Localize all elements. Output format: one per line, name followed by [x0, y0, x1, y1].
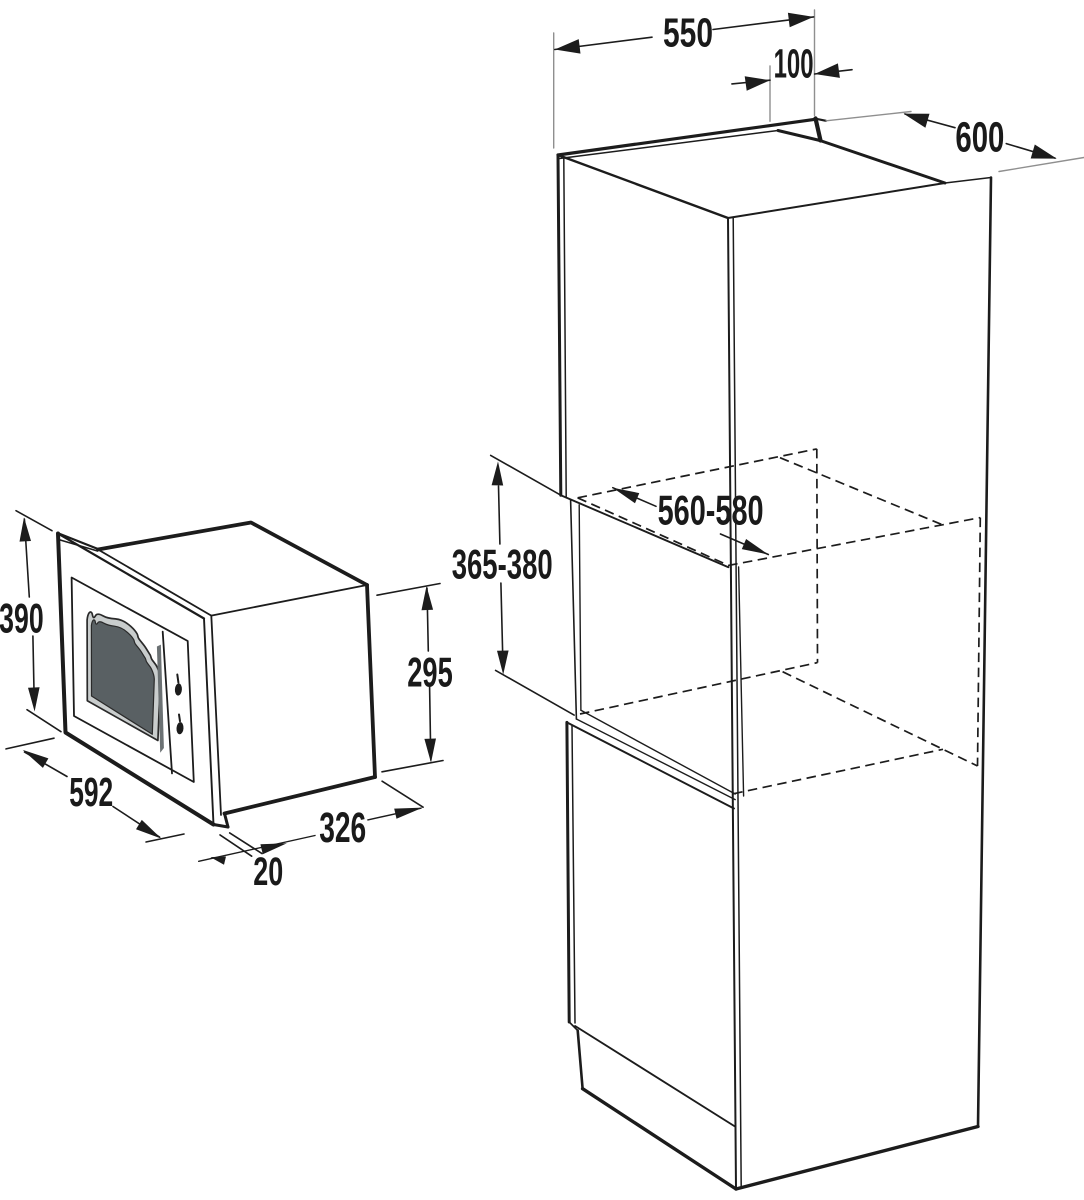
svg-text:20: 20 [253, 850, 283, 894]
svg-text:600: 600 [955, 113, 1004, 161]
svg-text:390: 390 [0, 595, 44, 642]
svg-text:550: 550 [663, 10, 713, 56]
svg-text:365-380: 365-380 [452, 541, 553, 588]
svg-text:592: 592 [69, 769, 113, 815]
svg-text:295: 295 [407, 648, 453, 695]
svg-text:560-580: 560-580 [658, 487, 764, 534]
svg-text:326: 326 [319, 804, 366, 852]
svg-text:100: 100 [774, 40, 814, 86]
